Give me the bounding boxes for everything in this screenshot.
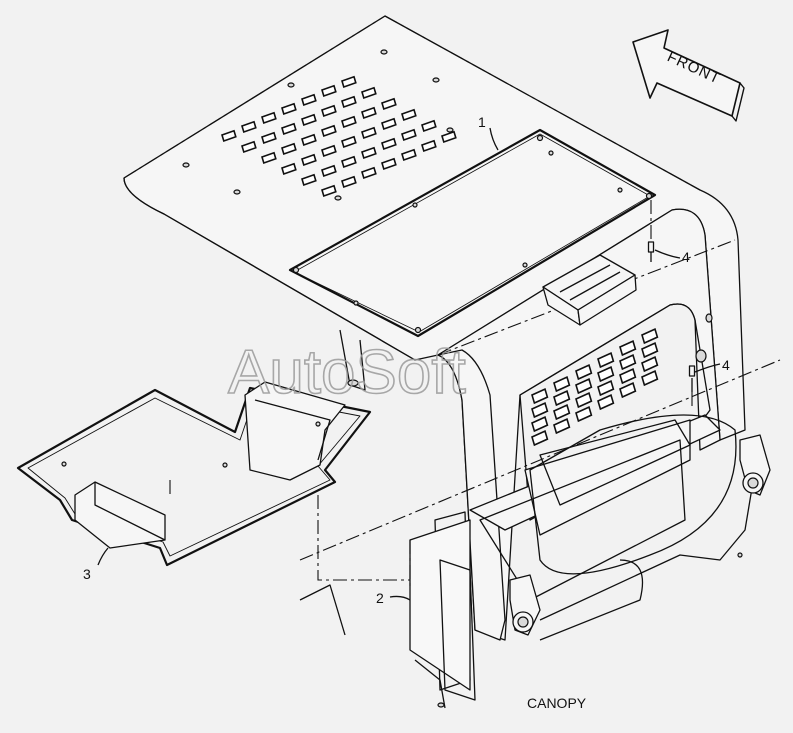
grille-slot: [241, 120, 257, 134]
grille-slot: [361, 146, 377, 160]
grille-slot: [281, 122, 297, 136]
grab-handle: [542, 254, 637, 326]
grille-slot: [261, 131, 277, 145]
grille-slot: [301, 173, 317, 187]
grille-slot: [641, 356, 659, 373]
grille-slot: [341, 135, 357, 149]
grille-slot: [301, 133, 317, 147]
grille-slot: [341, 175, 357, 189]
side-vent-grille: [531, 328, 659, 447]
grille-slot: [575, 406, 593, 423]
grille-slot: [641, 328, 659, 345]
callout-leaders: [97, 127, 721, 601]
grille-slot: [597, 366, 615, 383]
grille-slot: [221, 129, 237, 143]
grille-slot: [553, 404, 571, 421]
grille-slot: [341, 75, 357, 89]
callout-4-upper: 4: [682, 249, 690, 265]
grille-slot: [301, 93, 317, 107]
grille-slot: [321, 144, 337, 158]
grille-slot: [619, 368, 637, 385]
grille-slot: [321, 84, 337, 98]
grille-slot: [619, 340, 637, 357]
grille-slot: [361, 106, 377, 120]
grille-slot: [575, 378, 593, 395]
grille-slot: [575, 392, 593, 409]
grille-slot: [281, 162, 297, 176]
grille-slot: [301, 113, 317, 127]
grille-slot: [321, 184, 337, 198]
grille-slot: [341, 95, 357, 109]
grille-slot: [619, 382, 637, 399]
grille-slot: [381, 97, 397, 111]
grille-slot: [301, 153, 317, 167]
grille-slot: [261, 111, 277, 125]
grille-slot: [597, 380, 615, 397]
grille-slot: [641, 342, 659, 359]
part-3-floor-mat: [16, 381, 410, 636]
callout-1: 1: [478, 114, 486, 130]
grille-slot: [261, 151, 277, 165]
grille-slot: [381, 157, 397, 171]
grille-slot: [381, 117, 397, 131]
callout-2: 2: [376, 590, 384, 606]
grille-slot: [553, 376, 571, 393]
grille-slot: [241, 140, 257, 154]
grille-slot: [441, 130, 457, 144]
grille-slot: [619, 354, 637, 371]
grille-slot: [401, 148, 417, 162]
front-direction-arrow: FRONT: [632, 29, 745, 122]
canopy-left-pillar: [339, 329, 506, 641]
grille-slot: [531, 416, 549, 433]
grille-slot: [361, 166, 377, 180]
grille-slot: [341, 115, 357, 129]
grille-slot: [321, 104, 337, 118]
grille-slot: [421, 139, 437, 153]
grille-slot: [381, 137, 397, 151]
grille-slot: [401, 108, 417, 122]
grille-slot: [531, 430, 549, 447]
grille-slot: [553, 390, 571, 407]
grille-slot: [361, 126, 377, 140]
grille-slot: [281, 142, 297, 156]
grille-slot: [553, 418, 571, 435]
grille-slot: [341, 155, 357, 169]
grille-slot: [531, 388, 549, 405]
grille-slot: [421, 119, 437, 133]
diagram-caption: CANOPY: [527, 695, 587, 711]
part-1-roof-plate: [288, 128, 657, 338]
callout-4-lower: 4: [722, 357, 730, 373]
grille-slot: [597, 352, 615, 369]
grille-slot: [401, 128, 417, 142]
grille-slot: [531, 402, 549, 419]
grille-slot: [361, 86, 377, 100]
grille-slot: [321, 164, 337, 178]
grille-slot: [575, 364, 593, 381]
pivot-mounts: [509, 434, 771, 636]
grille-slot: [641, 370, 659, 387]
grille-slot: [597, 394, 615, 411]
grille-slot: [281, 102, 297, 116]
watermark: AutoSoft: [228, 338, 466, 407]
roof-vent-grille: [221, 75, 457, 198]
grille-slot: [321, 124, 337, 138]
lower-frame: [299, 313, 781, 709]
part-4-rivets: [647, 200, 696, 410]
callout-3: 3: [83, 566, 91, 582]
